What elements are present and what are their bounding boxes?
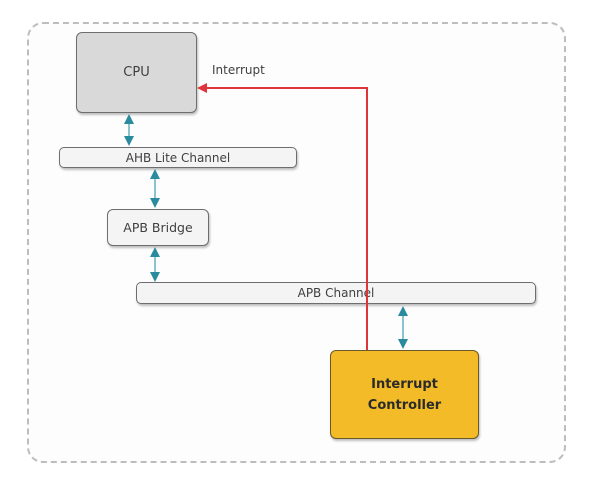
interrupt-signal-label: Interrupt [212,63,265,77]
interrupt-controller-label: Interrupt Controller [368,374,441,416]
cpu-block: CPU [76,32,197,113]
interrupt-controller-label-line1: Interrupt [371,376,438,392]
apb-bridge-block: APB Bridge [107,209,209,246]
interrupt-controller-label-line2: Controller [367,397,442,413]
ahb-lite-channel-block: AHB Lite Channel [59,147,297,168]
ahb-lite-channel-label: AHB Lite Channel [125,150,231,165]
apb-channel-block: APB Channel [136,282,536,304]
cpu-label: CPU [123,65,150,80]
apb-channel-label: APB Channel [297,286,375,300]
interrupt-controller-block: Interrupt Controller [330,350,479,439]
apb-bridge-label: APB Bridge [123,220,193,235]
